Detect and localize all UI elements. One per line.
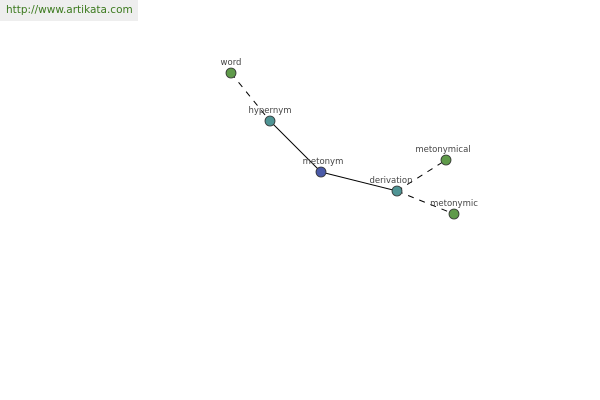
edge-metonym-derivation — [320, 171, 398, 192]
edges-layer — [230, 72, 455, 215]
edge-derivation-metonymic — [396, 190, 455, 215]
edge-word-hypernym — [230, 72, 271, 122]
source-bar: http://www.artikata.com — [0, 0, 138, 21]
node-derivation[interactable] — [391, 185, 403, 197]
node-label-hypernym: hypernym — [248, 106, 291, 116]
nodes-layer — [225, 67, 460, 220]
node-label-metonymic: metonymic — [430, 199, 478, 209]
node-hypernym[interactable] — [264, 115, 276, 127]
source-url-link[interactable]: http://www.artikata.com — [6, 4, 133, 16]
labels-layer: word hypernym metonym derivation metonymical… — [221, 58, 479, 209]
node-metonym[interactable] — [315, 166, 327, 178]
node-label-metonymical: metonymical — [415, 145, 470, 155]
edge-hypernym-metonym — [269, 120, 322, 173]
node-label-word: word — [221, 58, 242, 68]
node-metonymical[interactable] — [440, 154, 452, 166]
edge-derivation-metonymical — [396, 159, 447, 192]
node-word[interactable] — [225, 67, 237, 79]
node-label-derivation: derivation — [369, 176, 412, 186]
node-label-metonym: metonym — [303, 157, 344, 167]
node-metonymic[interactable] — [448, 208, 460, 220]
